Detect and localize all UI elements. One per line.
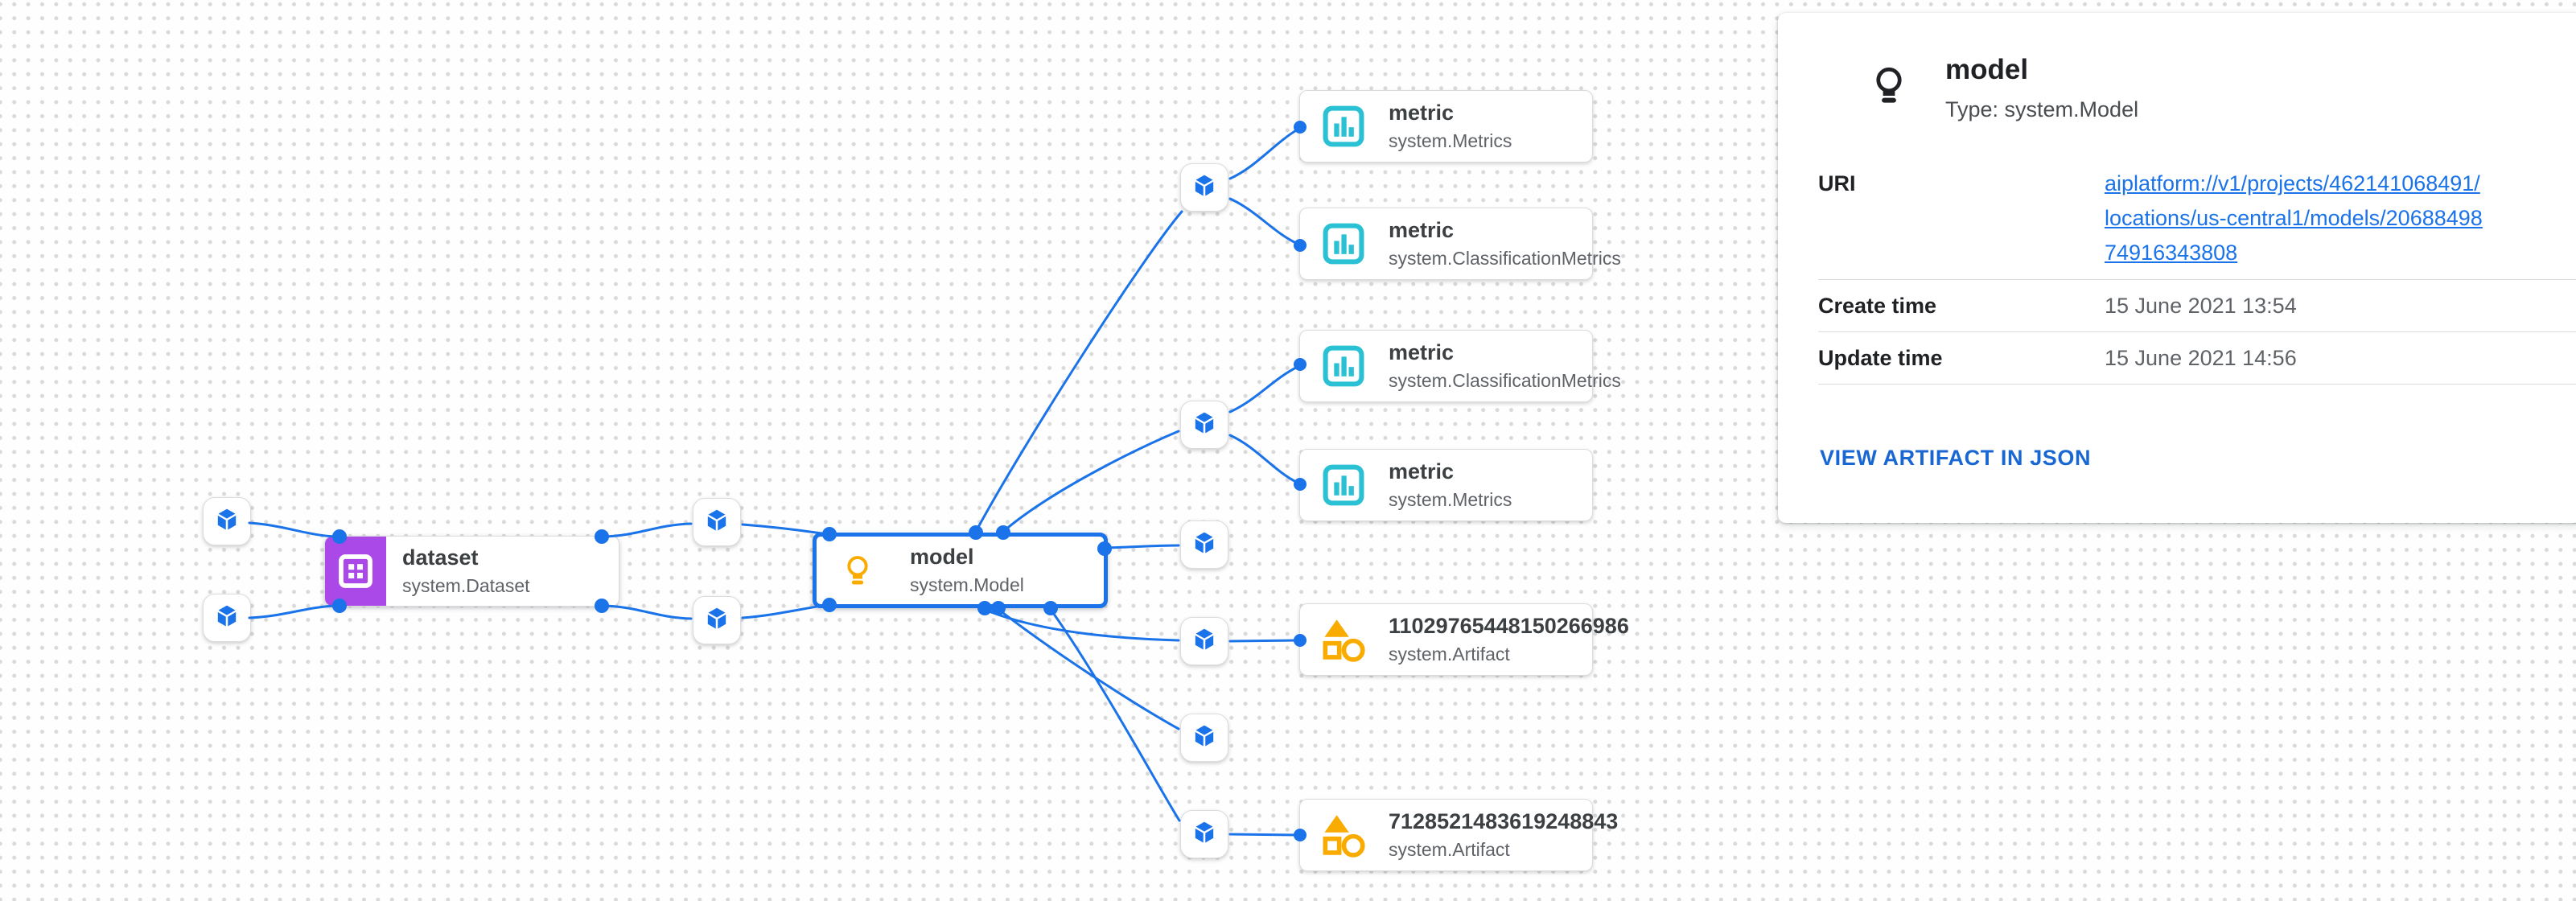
node-title: metric xyxy=(1389,218,1455,243)
dataset-grid-icon xyxy=(325,537,386,606)
update-time-row: Update time 15 June 2021 14:56 xyxy=(1818,332,2576,385)
artifact-details-panel: model Type: system.Model URI aiplatform:… xyxy=(1778,13,2576,523)
execution-node[interactable] xyxy=(693,498,741,546)
node-title: dataset xyxy=(402,545,479,570)
execution-node[interactable] xyxy=(693,596,741,644)
create-time-label: Create time xyxy=(1818,293,1937,318)
metric-node[interactable]: metric system.ClassificationMetrics xyxy=(1299,208,1621,280)
panel-type-line: Type: system.Model xyxy=(1945,97,2139,121)
artifact-node[interactable]: 7128521483619248843 system.Artifact xyxy=(1299,799,1618,871)
execution-node[interactable] xyxy=(1180,520,1228,569)
execution-node[interactable] xyxy=(203,594,251,642)
node-type: system.Model xyxy=(910,574,1024,595)
node-type: system.Artifact xyxy=(1389,644,1510,665)
cube-icon xyxy=(1191,722,1218,754)
panel-header: model Type: system.Model xyxy=(1778,13,2576,122)
metadata-table: URI aiplatform://v1/projects/46214106849… xyxy=(1818,158,2576,385)
panel-title: model xyxy=(1945,54,2029,85)
cube-icon xyxy=(1191,626,1218,657)
execution-node[interactable] xyxy=(203,497,251,545)
bar-chart-icon xyxy=(1321,221,1366,266)
node-title: metric xyxy=(1389,340,1455,365)
metric-node[interactable]: metric system.Metrics xyxy=(1299,90,1593,163)
create-time-value: 15 June 2021 13:54 xyxy=(2105,293,2297,318)
cube-icon xyxy=(1191,409,1218,441)
cube-icon xyxy=(1191,172,1218,204)
node-title: 11029765448150266986 xyxy=(1389,614,1629,639)
view-artifact-json-link[interactable]: VIEW ARTIFACT IN JSON xyxy=(1820,445,2092,470)
update-time-label: Update time xyxy=(1818,345,1943,370)
dataset-node[interactable]: dataset system.Dataset xyxy=(324,536,619,607)
create-time-row: Create time 15 June 2021 13:54 xyxy=(1818,280,2576,332)
node-type: system.Dataset xyxy=(402,575,530,597)
uri-link[interactable]: aiplatform://v1/projects/462141068491/lo… xyxy=(2105,171,2483,265)
execution-node[interactable] xyxy=(1180,617,1228,665)
bar-chart-icon xyxy=(1321,104,1366,149)
execution-node[interactable] xyxy=(1180,163,1228,212)
uri-row: URI aiplatform://v1/projects/46214106849… xyxy=(1818,158,2576,280)
artifact-shapes-icon xyxy=(1321,813,1366,858)
bar-chart-icon xyxy=(1321,344,1366,389)
update-time-value: 15 June 2021 14:56 xyxy=(2105,345,2297,370)
node-type: system.ClassificationMetrics xyxy=(1389,370,1621,392)
metric-node[interactable]: metric system.ClassificationMetrics xyxy=(1299,330,1621,402)
metric-node[interactable]: metric system.Metrics xyxy=(1299,449,1593,521)
node-title: model xyxy=(910,545,974,569)
lightbulb-icon xyxy=(841,549,874,591)
execution-node[interactable] xyxy=(1180,401,1228,449)
node-type: system.ClassificationMetrics xyxy=(1389,248,1621,269)
artifact-node[interactable]: 11029765448150266986 system.Artifact xyxy=(1299,603,1629,676)
cube-icon xyxy=(703,507,730,538)
cube-icon xyxy=(213,506,241,537)
cube-icon xyxy=(1191,819,1218,850)
execution-node[interactable] xyxy=(1180,810,1228,858)
node-title: 7128521483619248843 xyxy=(1389,809,1619,834)
cube-icon xyxy=(213,603,241,634)
lightbulb-icon xyxy=(1868,53,1910,121)
node-title: metric xyxy=(1389,459,1455,484)
cube-icon xyxy=(703,605,730,636)
model-node[interactable]: model system.Model xyxy=(813,533,1108,608)
node-type: system.Artifact xyxy=(1389,839,1510,861)
uri-label: URI xyxy=(1818,171,1856,195)
node-title: metric xyxy=(1389,101,1455,125)
execution-node[interactable] xyxy=(1180,714,1228,762)
cube-icon xyxy=(1191,529,1218,561)
node-type: system.Metrics xyxy=(1389,130,1512,152)
node-type: system.Metrics xyxy=(1389,489,1512,511)
bar-chart-icon xyxy=(1321,463,1366,508)
artifact-shapes-icon xyxy=(1321,617,1366,662)
